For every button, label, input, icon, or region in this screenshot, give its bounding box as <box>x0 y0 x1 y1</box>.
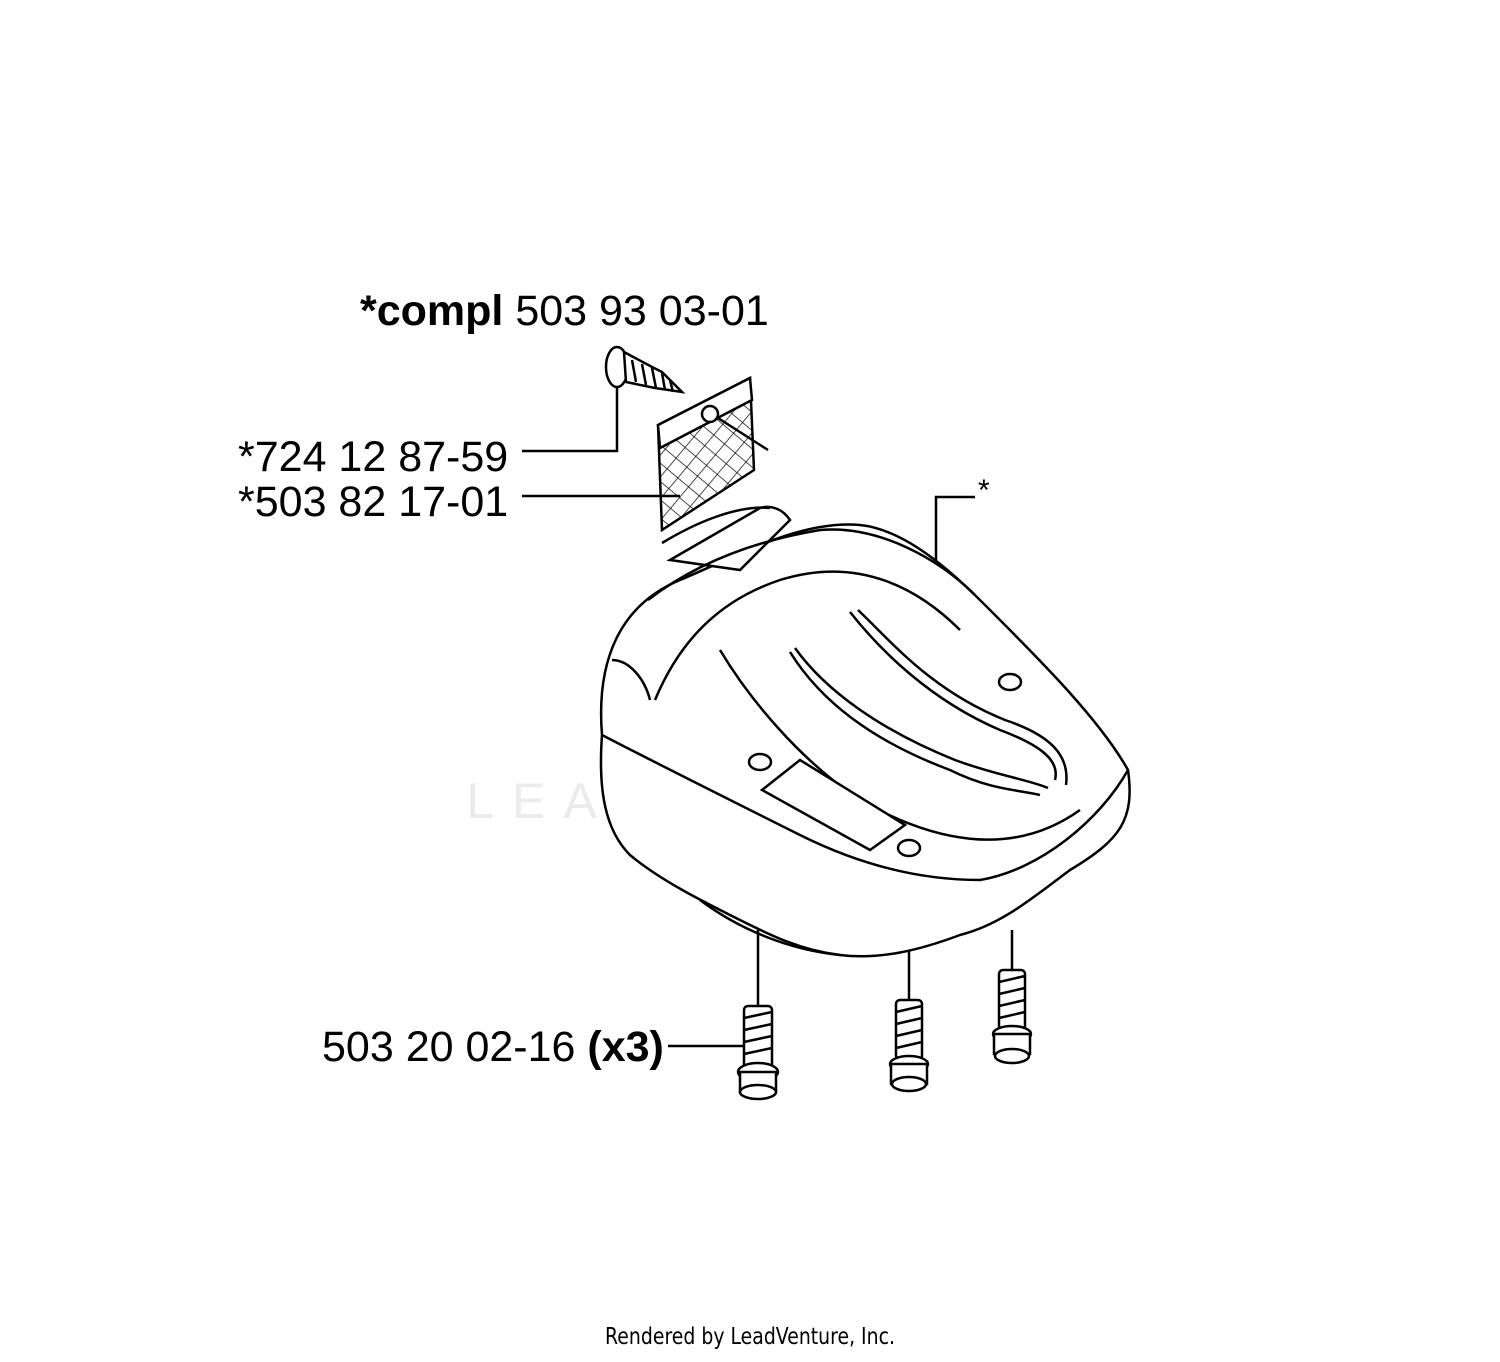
bolt-icon-1 <box>736 1004 780 1101</box>
part-label-cover: * <box>978 474 990 507</box>
cover-body <box>599 523 1131 958</box>
footer-credit: Rendered by LeadVenture, Inc. <box>605 1324 895 1350</box>
muffler-cover-icon <box>599 505 1131 958</box>
leader-screw <box>522 385 619 453</box>
bolt-icon-3 <box>991 968 1033 1065</box>
bolts-qty: (x3) <box>587 1023 664 1071</box>
leader-cover <box>934 495 975 560</box>
part-label-screw: *724 12 87-59 <box>238 433 509 481</box>
part-label-screen: *503 82 17-01 <box>238 478 509 526</box>
part-label-bolts: 503 20 02-16 (x3) <box>322 1026 664 1069</box>
compl-prefix: *compl <box>360 287 504 335</box>
part-label-compl: *compl 503 93 03-01 <box>360 290 769 333</box>
bolts-number: 503 20 02-16 <box>322 1023 576 1071</box>
screw-icon <box>604 345 686 394</box>
bolt-icon-2 <box>888 998 930 1093</box>
compl-number: 503 93 03-01 <box>515 287 769 335</box>
screen-icon <box>656 376 769 533</box>
